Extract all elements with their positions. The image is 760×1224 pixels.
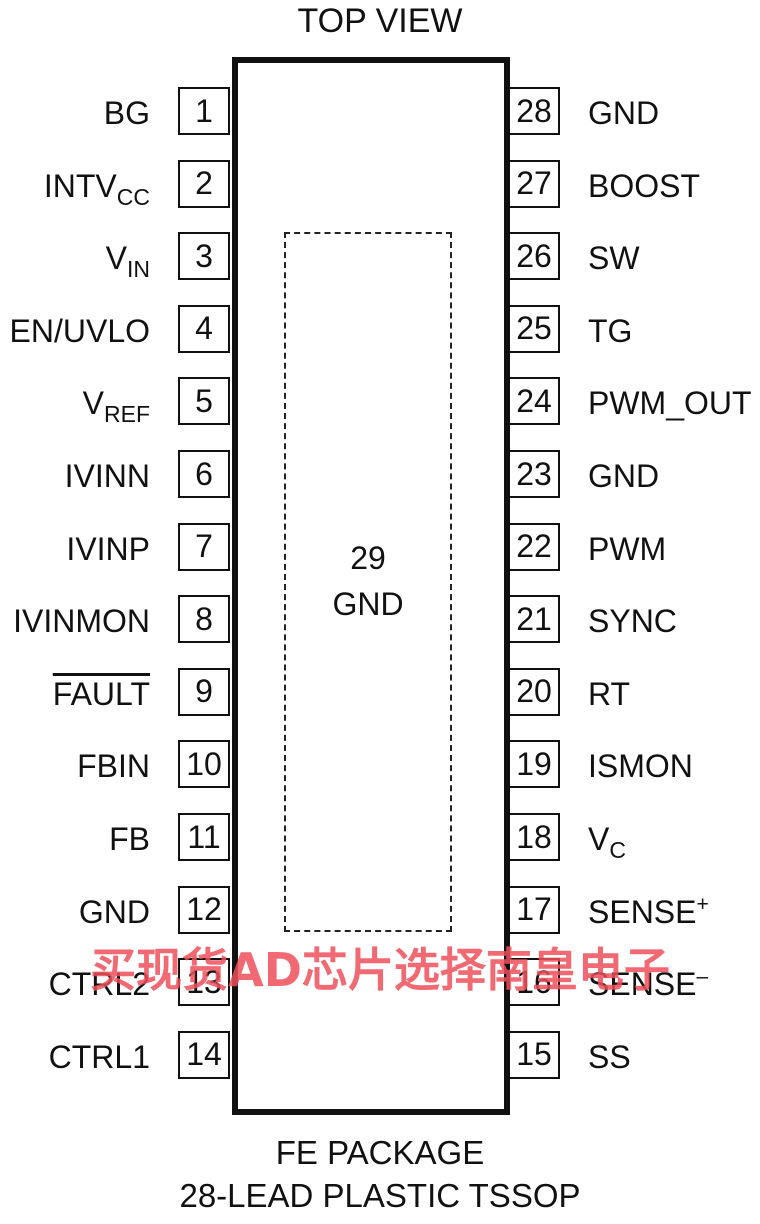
pin-name-text: IVINN xyxy=(64,458,150,494)
pin-name-superscript: + xyxy=(696,892,709,916)
pin-name-16: SENSE– xyxy=(588,960,708,1008)
pin-name-27: BOOST xyxy=(588,162,700,210)
pin-10-box: 10 xyxy=(178,740,230,789)
pin-13-box: 13 xyxy=(178,958,230,1007)
pin-name-text: PWM xyxy=(588,530,667,567)
pin-2-box: 2 xyxy=(178,159,230,208)
pin-name-22: PWM xyxy=(588,525,666,573)
pin-name-4: EN/UVLO xyxy=(10,307,150,355)
pin-name-subscript: CC xyxy=(116,183,150,210)
exposed-pad-number: 29 xyxy=(350,540,386,576)
ic-package-body xyxy=(232,57,510,1115)
pin-12-box: 12 xyxy=(178,885,230,934)
pin-name-text: BOOST xyxy=(588,167,701,204)
pin-name-text: FAULT xyxy=(52,675,150,712)
pin-name-text: RT xyxy=(588,675,631,712)
package-name: FE PACKAGE xyxy=(275,1134,485,1171)
pin-5-box: 5 xyxy=(178,377,230,426)
pin-name-5: VREF xyxy=(83,379,150,427)
pin-name-6: IVINN xyxy=(65,452,150,500)
pin-8-box: 8 xyxy=(178,595,230,644)
pin-name-7: IVINP xyxy=(66,525,150,573)
pin-name-text: FBIN xyxy=(77,748,150,785)
pin-name-9: FAULT xyxy=(53,670,150,718)
pin-23-box: 23 xyxy=(508,450,560,498)
pin-name-13: CTRL2 xyxy=(49,960,150,1008)
pin-name-23: GND xyxy=(588,452,659,500)
pin-name-subscript: IN xyxy=(127,256,150,283)
pin-name-8: IVINMON xyxy=(13,597,150,645)
pin-6-box: 6 xyxy=(178,450,230,498)
diagram-title: TOP VIEW xyxy=(297,2,463,40)
pin-name-20: RT xyxy=(588,670,630,718)
pin-14-box: 14 xyxy=(178,1030,230,1079)
pin-27-box: 27 xyxy=(508,159,560,208)
pin-name-text: SW xyxy=(588,240,640,277)
pin-name-text: ISMON xyxy=(588,748,693,785)
pin-21-box: 21 xyxy=(508,595,560,644)
pin-name-10: FBIN xyxy=(77,742,150,790)
pin-name-subscript: REF xyxy=(104,401,150,428)
pin-15-box: 15 xyxy=(508,1030,560,1079)
pin-4-box: 4 xyxy=(178,304,230,353)
pin-name-text: TG xyxy=(588,312,633,349)
pin-22-box: 22 xyxy=(508,522,560,571)
package-description: 28-LEAD PLASTIC TSSOP xyxy=(179,1177,581,1214)
pin-18-box: 18 xyxy=(508,813,560,861)
pin-name-text: GND xyxy=(78,893,150,930)
pin-name-text: PWM_OUT xyxy=(588,385,752,422)
pin-25-box: 25 xyxy=(508,304,560,353)
pin-name-subscript: C xyxy=(609,837,626,863)
pin-name-text: SS xyxy=(588,1038,631,1075)
pin-name-3: VIN xyxy=(106,234,150,282)
pin-17-box: 17 xyxy=(508,885,560,934)
pin-name-text: FB xyxy=(109,821,150,857)
pin-name-text: SENSE xyxy=(588,893,697,930)
pin-name-21: SYNC xyxy=(588,597,677,645)
pin-16-box: 16 xyxy=(508,958,560,1007)
pin-name-text: SYNC xyxy=(588,603,677,640)
pin-name-14: CTRL1 xyxy=(49,1033,150,1081)
pin-name-text: CTRL2 xyxy=(48,966,150,1003)
pin-name-28: GND xyxy=(588,89,659,137)
pin-1-box: 1 xyxy=(178,87,230,135)
pin-name-text: EN/UVLO xyxy=(9,312,150,349)
pin-name-19: ISMON xyxy=(588,742,693,790)
pin-name-text: IVINMON xyxy=(13,603,150,640)
pin-name-12: GND xyxy=(79,888,150,936)
pin-name-text: GND xyxy=(588,95,660,131)
pin-name-text: GND xyxy=(588,458,660,494)
pin-19-box: 19 xyxy=(508,740,560,789)
pin-name-text: BG xyxy=(103,95,150,131)
pin-name-text: IVINP xyxy=(66,530,150,567)
pin-28-box: 28 xyxy=(508,87,560,135)
pin-name-17: SENSE+ xyxy=(588,888,709,936)
pin-name-15: SS xyxy=(588,1033,631,1081)
pin-name-text: V xyxy=(105,240,127,277)
pin-9-box: 9 xyxy=(178,667,230,716)
pin-20-box: 20 xyxy=(508,667,560,716)
pin-name-25: TG xyxy=(588,307,632,355)
pin-name-text: V xyxy=(588,821,610,857)
pin-name-24: PWM_OUT xyxy=(588,379,752,427)
pin-7-box: 7 xyxy=(178,522,230,571)
pin-name-text: V xyxy=(82,385,104,422)
pin-name-11: FB xyxy=(109,815,150,863)
pin-3-box: 3 xyxy=(178,232,230,281)
pin-name-1: BG xyxy=(104,89,150,137)
exposed-pad-name: GND xyxy=(332,586,404,622)
pin-name-text: SENSE xyxy=(588,966,697,1003)
pin-24-box: 24 xyxy=(508,377,560,426)
exposed-pad-outline xyxy=(284,232,452,932)
pin-name-26: SW xyxy=(588,234,640,282)
pin-name-text: CTRL1 xyxy=(48,1038,150,1075)
pin-11-box: 11 xyxy=(178,813,230,861)
pin-name-superscript: – xyxy=(696,965,709,989)
pin-26-box: 26 xyxy=(508,232,560,281)
pin-name-text: INTV xyxy=(43,167,117,204)
pin-name-18: VC xyxy=(588,815,626,863)
pin-name-2: INTVCC xyxy=(44,162,150,210)
